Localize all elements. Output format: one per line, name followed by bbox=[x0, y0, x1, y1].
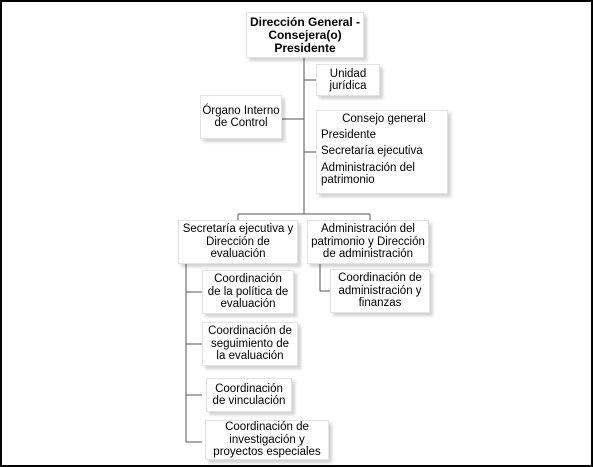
admin-patrimonio-line-1: Administración del bbox=[321, 223, 415, 236]
consejo-item-administracion: Administración del bbox=[321, 161, 415, 174]
box-sec-ejecutiva: Secretaría ejecutiva y Dirección de eval… bbox=[178, 220, 298, 264]
coord-seguimiento-line-2: seguimiento de bbox=[211, 337, 289, 350]
coord-politica-line-1: Coordinación bbox=[214, 273, 282, 286]
coord-admin-line-3: finanzas bbox=[358, 297, 402, 310]
box-coord-investigacion: Coordinación de investigación y proyecto… bbox=[205, 420, 329, 460]
unidad-juridica-line-1: Unidad bbox=[329, 67, 367, 80]
coord-seguimiento-line-1: Coordinación de bbox=[208, 325, 292, 338]
consejo-item-presidente: Presidente bbox=[321, 128, 376, 141]
top-line-1: Dirección General - bbox=[249, 14, 361, 29]
consejo-title: Consejo general bbox=[342, 113, 426, 125]
organo-interno-line-1: Órgano Interno bbox=[202, 104, 280, 117]
admin-patrimonio-line-3: de administración bbox=[322, 248, 414, 261]
box-consejo-general: Consejo general Presidente Secretaría ej… bbox=[316, 110, 448, 194]
top-box-direccion-general: Dirección General - Consejera(o) Preside… bbox=[246, 12, 364, 58]
box-coord-seguimiento: Coordinación de seguimiento de la evalua… bbox=[202, 322, 298, 366]
top-line-3: Presidente bbox=[274, 40, 336, 55]
coord-seguimiento-line-3: la evaluación bbox=[216, 350, 284, 363]
sec-ejecutiva-line-2: Dirección de bbox=[206, 235, 270, 248]
coord-investigacion-line-1: Coordinación de bbox=[225, 421, 309, 434]
box-coord-politica: Coordinación de la política de evaluació… bbox=[202, 270, 294, 314]
box-coord-admin: Coordinación de administración y finanza… bbox=[330, 269, 430, 313]
coord-admin-line-2: administración y bbox=[338, 284, 422, 297]
admin-patrimonio-line-2: patrimonio y Dirección bbox=[311, 235, 425, 248]
coord-vinculacion-line-1: Coordinación bbox=[215, 382, 283, 395]
coord-investigacion-line-3: proyectos especiales bbox=[213, 446, 321, 459]
sec-ejecutiva-line-1: Secretaría ejecutiva y bbox=[182, 223, 294, 236]
box-organo-interno: Órgano Interno de Control bbox=[200, 95, 282, 139]
consejo-item-secretaria: Secretaría ejecutiva bbox=[321, 145, 423, 157]
unidad-juridica-line-2: jurídica bbox=[329, 80, 367, 92]
coord-politica-line-3: evaluación bbox=[220, 298, 276, 311]
coord-admin-line-1: Coordinación de bbox=[338, 272, 422, 285]
top-line-2: Consejera(o) bbox=[268, 27, 342, 42]
coord-investigacion-line-2: investigación y bbox=[229, 433, 305, 446]
box-coord-vinculacion: Coordinación de vinculación bbox=[206, 378, 292, 412]
consejo-item-patrimonio: patrimonio bbox=[321, 174, 375, 186]
box-unidad-juridica: Unidad jurídica bbox=[316, 64, 380, 96]
box-admin-patrimonio: Administración del patrimonio y Direcció… bbox=[307, 220, 429, 264]
coord-vinculacion-line-2: de vinculación bbox=[212, 395, 286, 407]
coord-politica-line-2: de la política de bbox=[207, 285, 289, 298]
sec-ejecutiva-line-3: evaluación bbox=[210, 248, 266, 261]
organo-interno-line-2: de Control bbox=[214, 117, 268, 129]
